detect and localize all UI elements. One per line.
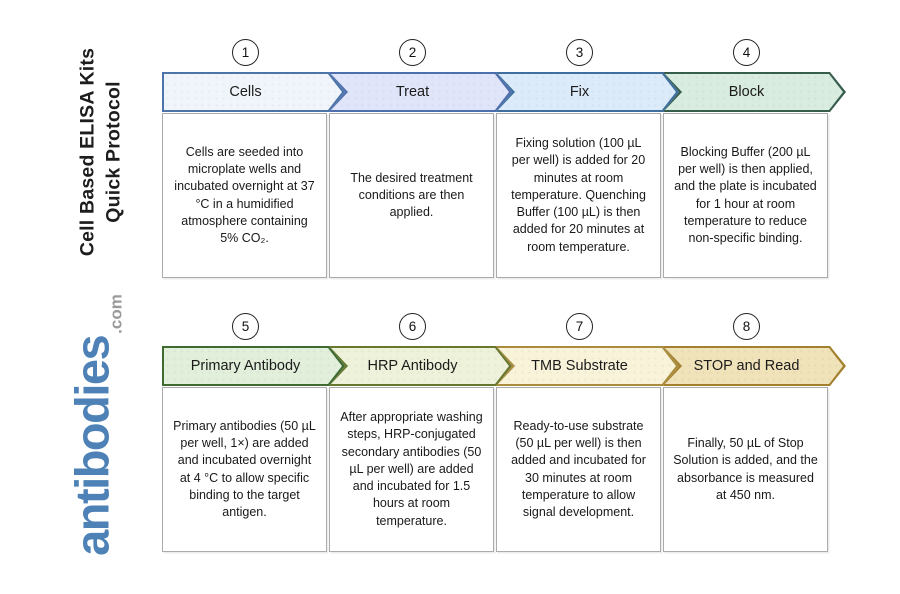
step-description: Ready-to-use substrate (50 µL per well) …	[511, 418, 646, 519]
step-arrow-header: HRP Antibody	[329, 346, 512, 386]
step-5: 5 Primary Antibody Primary antibodies (5…	[162, 313, 345, 553]
step-arrow-header: STOP and Read	[663, 346, 846, 386]
step-number-badge: 5	[232, 313, 259, 340]
step-arrow-header: Block	[663, 72, 846, 112]
step-number-badge: 3	[566, 39, 593, 66]
step-arrow-label: STOP and Read	[665, 348, 844, 384]
step-arrow-label: HRP Antibody	[331, 348, 510, 384]
step-description: After appropriate washing steps, HRP-con…	[340, 410, 483, 528]
step-arrow-header: Fix	[496, 72, 679, 112]
step-arrow-label: Treat	[331, 74, 510, 110]
step-description: Cells are seeded into microplate wells a…	[174, 144, 315, 245]
step-arrow-label: Primary Antibody	[164, 348, 343, 384]
step-number-badge: 4	[733, 39, 760, 66]
step-number: 5	[241, 319, 250, 334]
step-number-badge: 6	[399, 313, 426, 340]
step-number: 8	[742, 319, 751, 334]
step-arrow-label: TMB Substrate	[498, 348, 677, 384]
step-6: 6 HRP Antibody After appropriate washing…	[329, 313, 512, 553]
step-arrow-header: Primary Antibody	[162, 346, 345, 386]
step-arrow-label: Block	[665, 74, 844, 110]
step-description: The desired treatment conditions are the…	[350, 170, 473, 220]
step-number-badge: 7	[566, 313, 593, 340]
step-description: Fixing solution (100 µL per well) is add…	[511, 136, 646, 254]
step-4: 4 Block Blocking Buffer (200 µL per well…	[663, 39, 846, 279]
step-arrow-label: Fix	[498, 74, 677, 110]
step-8: 8 STOP and Read Finally, 50 µL of Stop S…	[663, 313, 846, 553]
step-1: 1 Cells Cells are seeded into microplate…	[162, 39, 345, 279]
step-number: 6	[408, 319, 417, 334]
step-arrow-header: TMB Substrate	[496, 346, 679, 386]
step-description: Primary antibodies (50 µL per well, 1×) …	[173, 418, 316, 519]
step-number: 7	[575, 319, 584, 334]
step-3: 3 Fix Fixing solution (100 µL per well) …	[496, 39, 679, 279]
step-description-box: Ready-to-use substrate (50 µL per well) …	[496, 387, 661, 552]
step-description-box: Primary antibodies (50 µL per well, 1×) …	[162, 387, 327, 552]
step-number-badge: 1	[232, 39, 259, 66]
step-number-badge: 2	[399, 39, 426, 66]
step-number: 2	[408, 45, 417, 60]
step-number: 3	[575, 45, 584, 60]
step-description: Finally, 50 µL of Stop Solution is added…	[673, 436, 818, 502]
step-description-box: The desired treatment conditions are the…	[329, 113, 494, 278]
step-description-box: Blocking Buffer (200 µL per well) is the…	[663, 113, 828, 278]
step-number-badge: 8	[733, 313, 760, 340]
step-arrow-label: Cells	[164, 74, 343, 110]
step-description-box: After appropriate washing steps, HRP-con…	[329, 387, 494, 552]
step-description-box: Fixing solution (100 µL per well) is add…	[496, 113, 661, 278]
step-number: 4	[742, 45, 751, 60]
step-arrow-header: Cells	[162, 72, 345, 112]
step-7: 7 TMB Substrate Ready-to-use substrate (…	[496, 313, 679, 553]
step-description-box: Finally, 50 µL of Stop Solution is added…	[663, 387, 828, 552]
step-description-box: Cells are seeded into microplate wells a…	[162, 113, 327, 278]
protocol-row-1: 1 Cells Cells are seeded into microplate…	[0, 39, 900, 279]
step-description: Blocking Buffer (200 µL per well) is the…	[674, 144, 817, 245]
protocol-row-2: 5 Primary Antibody Primary antibodies (5…	[0, 313, 900, 553]
step-2: 2 Treat The desired treatment conditions…	[329, 39, 512, 279]
step-number: 1	[241, 45, 250, 60]
step-arrow-header: Treat	[329, 72, 512, 112]
